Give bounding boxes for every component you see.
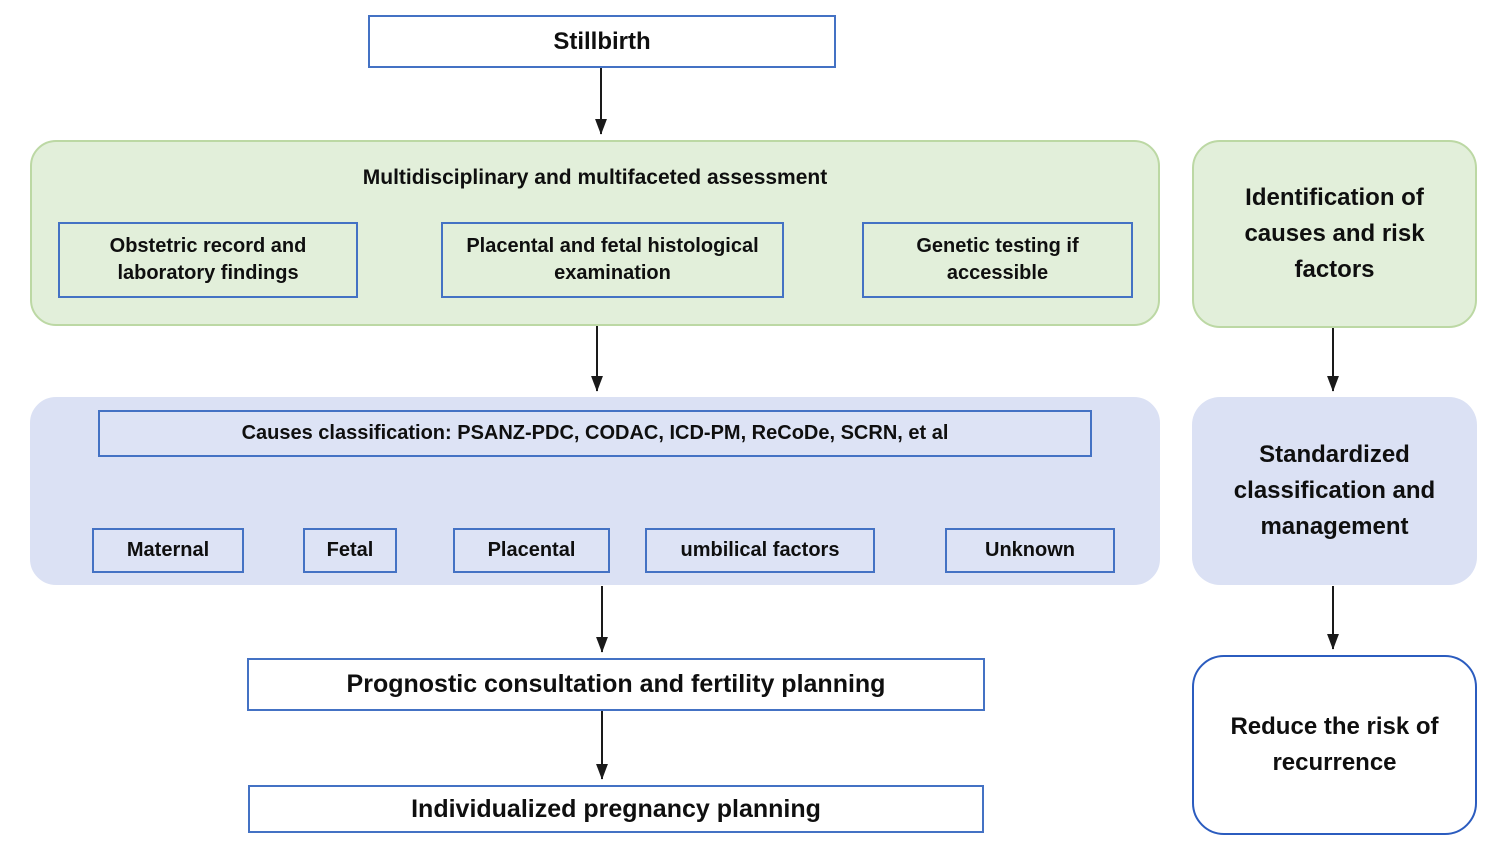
- prognostic-consultation-box: Prognostic consultation and fertility pl…: [247, 658, 985, 711]
- category-placental: Placental: [453, 528, 610, 573]
- assessment-step-obstetric-record: Obstetric record and laboratory findings: [58, 222, 358, 298]
- category-umbilical-factors: umbilical factors: [645, 528, 875, 573]
- category-fetal: Fetal: [303, 528, 397, 573]
- category-unknown: Unknown: [945, 528, 1115, 573]
- outcome-reduce-recurrence-risk: Reduce the risk of recurrence: [1192, 655, 1477, 835]
- causes-classification-box: Causes classification: PSANZ-PDC, CODAC,…: [98, 410, 1092, 457]
- assessment-step-histological-examination: Placental and fetal histological examina…: [441, 222, 784, 298]
- outcome-standardized-classification: Standardized classification and manageme…: [1192, 397, 1477, 585]
- category-maternal: Maternal: [92, 528, 244, 573]
- individualized-pregnancy-box: Individualized pregnancy planning: [248, 785, 984, 833]
- assessment-step-genetic-testing: Genetic testing if accessible: [862, 222, 1133, 298]
- stillbirth-box: Stillbirth: [368, 15, 836, 68]
- outcome-identification-of-causes: Identification of causes and risk factor…: [1192, 140, 1477, 328]
- assessment-section-title: Multidisciplinary and multifaceted asses…: [362, 166, 828, 189]
